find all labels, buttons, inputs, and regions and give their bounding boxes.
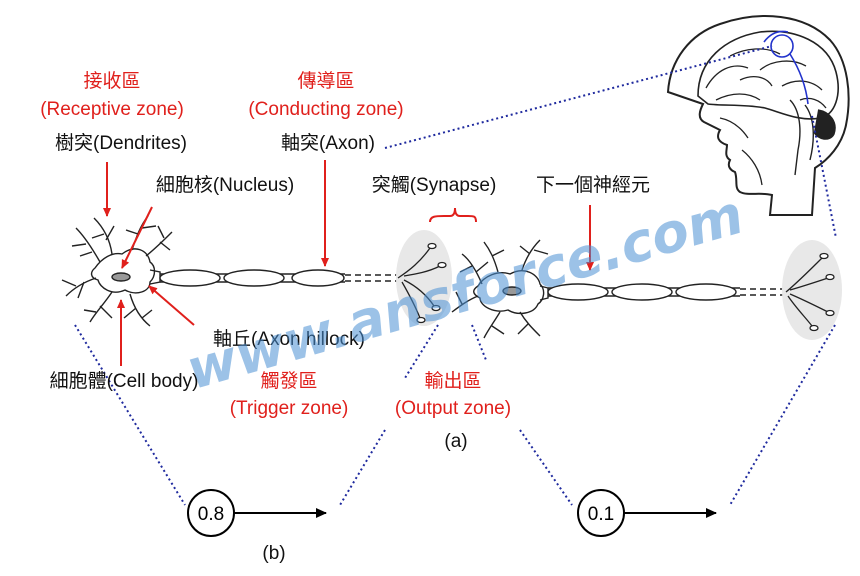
myelin-sheath (675, 283, 737, 301)
synapse-highlight (396, 230, 452, 326)
dendrite-branch (91, 217, 115, 255)
dendrite-branch (61, 277, 97, 299)
connector-brain-to-synapse (811, 115, 837, 239)
conducting-zone-zh: 傳導區 (297, 70, 354, 92)
terminal-bouton (437, 261, 447, 269)
dendrite-branch (123, 293, 153, 327)
dendrite-branch (483, 311, 505, 339)
perceptron-node-left: 0.8 (187, 489, 327, 537)
dendrite-branch (83, 291, 113, 323)
terminal-bouton (427, 242, 437, 250)
synapse-brace (429, 207, 477, 223)
myelin-sheath (611, 283, 673, 301)
receptive-zone-en: (Receptive zone) (40, 99, 184, 120)
cell-body-label: 細胞體(Cell body) (50, 370, 199, 392)
next-neuron-label: 下一個神經元 (536, 174, 650, 196)
dendrite-branch (71, 227, 101, 263)
brainstem (789, 99, 814, 176)
axon-hillock-label: 軸丘(Axon hillock) (213, 328, 365, 350)
axon-label: 軸突(Axon) (281, 132, 375, 154)
connector-right-b (729, 324, 836, 506)
myelin-sheath (291, 269, 345, 287)
terminal-branches (397, 247, 441, 319)
dendrite-branch (519, 239, 549, 271)
myelin-sheath (223, 269, 285, 287)
dendrite-branch (459, 253, 489, 285)
terminal-bouton (809, 324, 819, 332)
terminal-bouton (819, 252, 829, 260)
synapse-label: 突觸(Synapse) (372, 174, 497, 196)
label-arrows (103, 160, 594, 366)
output-zone-zh: 輸出區 (424, 370, 481, 392)
trigger-zone-en: (Trigger zone) (230, 398, 349, 419)
connector-synapse-a (404, 324, 439, 379)
head-outline (666, 15, 850, 216)
terminal-bouton (825, 273, 835, 281)
nucleus-shape (111, 272, 131, 282)
connector-left-b (339, 429, 386, 506)
connector-axon-to-brain (384, 45, 773, 149)
panel-a-label: (a) (444, 431, 467, 452)
arrow-axon-hillock (148, 285, 195, 326)
terminal-bouton (825, 309, 835, 317)
terminal-bouton (431, 304, 441, 312)
conducting-zone-en: (Conducting zone) (248, 99, 403, 120)
node-value-right: 0.1 (588, 504, 614, 525)
myelin-sheath (159, 269, 221, 287)
cerebellum (813, 109, 836, 140)
highlight-path (789, 53, 809, 105)
brain-outline (697, 30, 839, 120)
neuron-2 (451, 239, 790, 339)
zoom-connectors (74, 45, 837, 506)
nucleus-label: 細胞核(Nucleus) (156, 174, 294, 196)
brain-neuron-highlight (763, 30, 809, 105)
labels: 接收區 (Receptive zone) 傳導區 (Conducting zon… (40, 70, 650, 564)
highlight-path-2 (763, 30, 789, 43)
myelin-sheath (547, 283, 609, 301)
terminal-bouton (416, 316, 426, 324)
connector-left-a (74, 324, 186, 506)
nucleus-shape-2 (502, 286, 522, 296)
dendrite-branch (125, 215, 157, 251)
synapse-terminal-1 (396, 230, 452, 326)
dendrite-branch (145, 225, 173, 257)
node-value-left: 0.8 (198, 504, 224, 525)
output-zone-en: (Output zone) (395, 398, 511, 419)
perceptron-node-right: 0.1 (577, 489, 717, 537)
connector-right-a (519, 429, 573, 506)
connector-synapse-b (471, 324, 487, 361)
dendrites-label: 樹突(Dendrites) (55, 132, 187, 154)
receptive-zone-zh: 接收區 (83, 70, 140, 92)
head-brain-illustration (666, 15, 850, 216)
arrow-nucleus (121, 206, 153, 269)
cell-body-shape (90, 248, 156, 294)
panel-b-label: (b) (262, 543, 285, 564)
trigger-zone-zh: 觸發區 (260, 370, 317, 392)
neuron-1 (61, 215, 400, 327)
face-detail (719, 117, 763, 186)
dendrite-branch (517, 311, 541, 337)
dendrite-branch (483, 241, 505, 273)
synapse-terminal-2 (782, 240, 842, 340)
dendrite-branch (451, 291, 479, 313)
terminal-branches-2 (785, 257, 829, 327)
highlight-circle (770, 34, 794, 58)
